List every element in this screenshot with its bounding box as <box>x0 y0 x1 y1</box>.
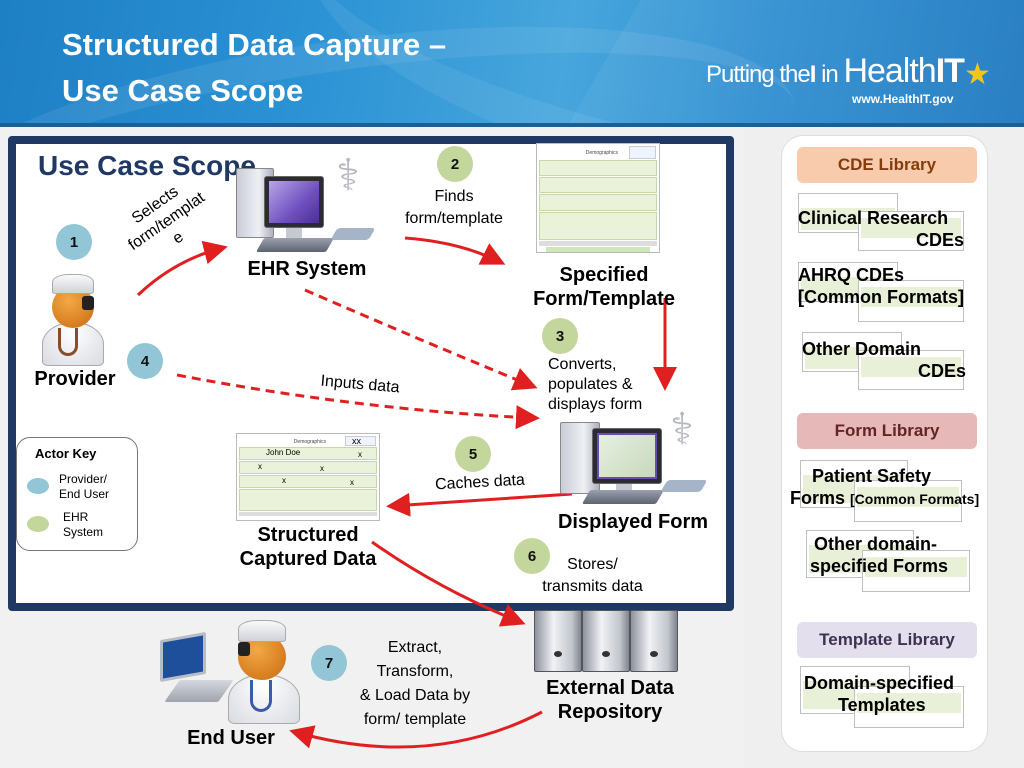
step-2-label: Finds form/template <box>405 188 503 227</box>
specified-form-thumbnail: Demographics <box>536 143 660 253</box>
actor-key: Actor Key Provider/ End User EHR System <box>16 437 138 551</box>
diagram-title: Use Case Scope <box>38 150 256 181</box>
slide-title: Structured Data Capture – Use Case Scope <box>62 22 446 114</box>
step-badge-5: 5 <box>455 436 491 472</box>
displayed-form-computer-icon: ⚕ <box>560 408 720 512</box>
displayed-form-label: Displayed Form <box>557 511 709 533</box>
provider-label: Provider <box>34 368 116 390</box>
step-badge-7: 7 <box>311 645 347 681</box>
end-user-label: End User <box>187 727 275 749</box>
caduceus-icon-2: ⚕ <box>670 405 694 454</box>
star-icon: ★ <box>963 58 991 91</box>
server-icon <box>534 610 684 674</box>
header-banner: Structured Data Capture – Use Case Scope… <box>0 0 1024 127</box>
step-badge-1: 1 <box>56 224 92 260</box>
structured-data-label: Structured Captured Data <box>239 524 377 570</box>
slide-title-line2: Use Case Scope <box>62 73 304 108</box>
logo-url: www.HealthIT.gov <box>852 92 954 106</box>
step-6-label: Stores/ transmits data <box>542 556 643 595</box>
actor-key-ehr: EHR System <box>63 510 104 539</box>
actor-key-title: Actor Key <box>35 446 97 461</box>
step-7-label: Extract, Transform, & Load Data by form/… <box>359 639 471 728</box>
ehr-computer-icon: ⚕ <box>236 154 386 258</box>
step-badge-2: 2 <box>437 146 473 182</box>
actor-key-provider: Provider/ End User <box>59 472 110 501</box>
external-repository-label: External Data Repository <box>546 677 674 723</box>
cde-library-header: CDE Library <box>797 147 977 183</box>
step-badge-4: 4 <box>127 343 163 379</box>
specified-form-label: Specified Form/Template <box>533 264 675 310</box>
template-library-header: Template Library <box>797 622 977 658</box>
john-doe-value: John Doe <box>266 448 301 458</box>
ehr-color-swatch <box>27 516 49 532</box>
step-badge-6: 6 <box>514 538 550 574</box>
form-library-header: Form Library <box>797 413 977 449</box>
end-user-icon <box>226 618 302 726</box>
ehr-system-label: EHR System <box>247 258 367 280</box>
provider-icon <box>40 272 106 368</box>
provider-color-swatch <box>27 478 49 494</box>
step-badge-3: 3 <box>542 318 578 354</box>
laptop-icon <box>152 630 234 710</box>
step-3-label: Converts, populates & displays form <box>548 356 643 413</box>
slide-title-line1: Structured Data Capture – <box>62 27 447 62</box>
caduceus-icon: ⚕ <box>336 151 360 200</box>
healthit-logo: Putting theI in HealthIT★ www.HealthIT.g… <box>706 52 991 106</box>
